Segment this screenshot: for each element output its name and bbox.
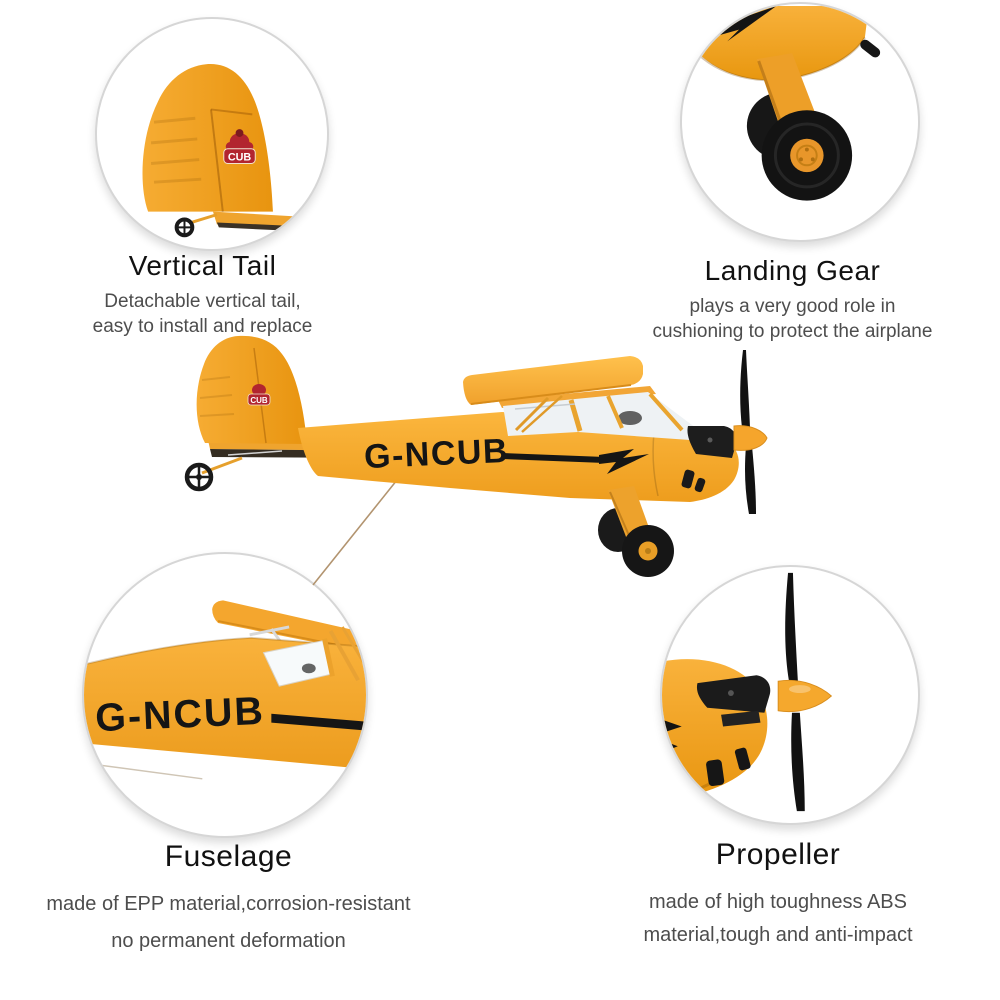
vertical-tail-desc-line1: Detachable vertical tail, [104, 291, 301, 312]
tail-wheel-closeup [174, 213, 218, 238]
registration-text: G-NCUB [363, 432, 510, 476]
landing-gear-desc-line1: plays a very good role in [689, 296, 896, 317]
fuselage-callout: Fuselage made of EPP material,corrosion-… [26, 840, 431, 953]
vertical-tail-photo: CUB [142, 64, 302, 238]
fuselage-desc-line2: no permanent deformation [111, 929, 346, 952]
propeller-photo [662, 572, 833, 812]
brace-wire [84, 762, 203, 780]
rudder-top-crease [210, 108, 253, 116]
landing-gear-desc-line2: cushioning to protect the airplane [652, 321, 933, 343]
engine-cowl-detail [681, 426, 737, 493]
propeller-callout: Propeller made of high toughness ABS mat… [593, 838, 963, 947]
rudder-hinge-line [210, 109, 224, 212]
fuselage-photo: G-NCUB [84, 600, 366, 780]
tail-cub-logo: CUB [247, 384, 271, 406]
fuselage-desc-line1: made of EPP material,corrosion-resistant [46, 893, 411, 915]
rear-window-closeup [262, 638, 335, 687]
landing-gear-photo-circle [680, 2, 920, 242]
vertical-fin-closeup [142, 64, 273, 212]
side-stripe-closeup [271, 713, 366, 731]
engine-detail-closeup [696, 675, 771, 787]
cabin-roof [498, 386, 656, 408]
propeller-photo-circle [660, 565, 920, 825]
spinner [733, 425, 768, 451]
vertical-fin [196, 335, 307, 444]
fuselage-photo-circle: G-NCUB [82, 552, 368, 838]
propeller-desc-line2: material,tough and anti-impact [643, 923, 913, 946]
tail-wheel [184, 450, 283, 492]
vertical-tail-desc-line2: easy to install and replace [92, 316, 313, 338]
vertical-tail-callout: Vertical Tail Detachable vertical tail, … [20, 250, 385, 339]
landing-gear-photo [689, 5, 881, 201]
fuselage-leader-line [312, 469, 406, 586]
propeller-title: Propeller [715, 838, 841, 871]
cub-logo: CUB [223, 129, 256, 164]
cub-logo-text: CUB [228, 152, 252, 164]
vertical-tail-title: Vertical Tail [128, 250, 277, 281]
tail-cub-logo-text: CUB [250, 396, 268, 405]
fin-rib-lines [199, 376, 235, 417]
propeller-desc-line1: made of high toughness ABS [649, 891, 907, 913]
wing-closeup [212, 600, 366, 653]
vertical-tail-photo-circle: CUB [95, 17, 329, 251]
exhaust-stub [860, 39, 881, 58]
fuselage-title: Fuselage [164, 840, 293, 873]
landing-gear-title: Landing Gear [704, 255, 881, 286]
lightning-bolt [599, 449, 649, 474]
wing-struts [514, 395, 563, 433]
spinner-closeup [777, 679, 833, 713]
main-wheel-closeup [761, 110, 853, 201]
propeller-blades-closeup [785, 572, 805, 812]
main-landing-gear [598, 486, 674, 577]
side-stripe [502, 453, 605, 463]
bolt-tip-upper [662, 719, 682, 733]
fuselage-top-line [84, 636, 366, 666]
landing-gear-callout: Landing Gear plays a very good role in c… [590, 255, 995, 344]
airplane-side-view: CUB G-NCUB [184, 335, 768, 586]
wing [463, 356, 643, 405]
propeller [740, 350, 756, 514]
registration-closeup-text: G-NCUB [94, 689, 265, 740]
wing-underside [470, 384, 632, 405]
fin-ribs [150, 116, 202, 184]
